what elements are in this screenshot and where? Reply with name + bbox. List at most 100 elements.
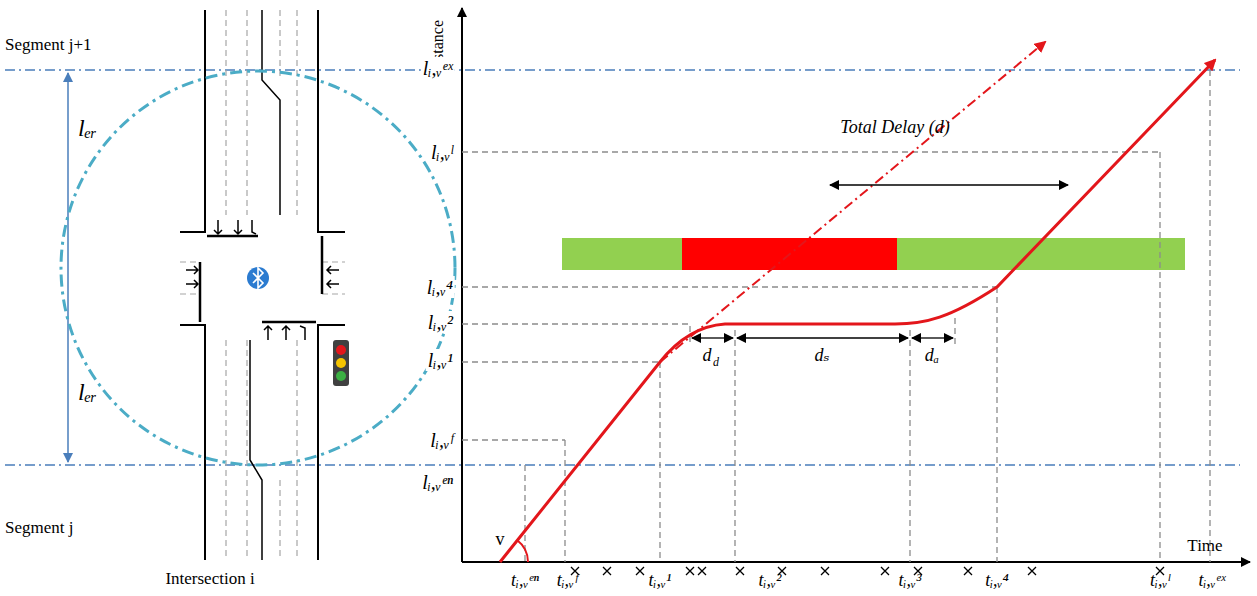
- traffic-light: [336, 371, 346, 381]
- turn-arrow: [300, 326, 305, 340]
- lane-marking: [225, 10, 226, 215]
- signal-bar: [562, 238, 682, 270]
- stop-line: [262, 321, 316, 324]
- guide-line: [462, 286, 997, 287]
- observation-mark: [603, 567, 611, 575]
- speed-label: v: [496, 530, 505, 550]
- delay-arrow: [948, 184, 1068, 185]
- turn-arrow: [186, 220, 339, 340]
- time-tick: tᵢ,ᵥᵉⁿ: [511, 571, 539, 591]
- delay-label: Total Delay (d): [840, 118, 949, 138]
- lane-marking: [279, 480, 280, 560]
- angle-arc: [517, 540, 528, 562]
- distance-tick: lᵢ,ᵥˡ: [429, 141, 455, 163]
- turn-arrow: [252, 220, 256, 234]
- dimension-arrow: [67, 73, 69, 462]
- traffic-light: [333, 340, 349, 386]
- dimension-arrow: [67, 265, 69, 462]
- delay-label: d: [713, 356, 719, 369]
- distance-tick: lᵢ,ᵥᵉˣ: [421, 57, 455, 79]
- lane-marking: [279, 10, 280, 80]
- chart-axis: [462, 8, 1250, 562]
- lane-taper: [250, 340, 262, 560]
- guide-line: [734, 330, 735, 562]
- delay-arrow: [912, 337, 932, 338]
- time-tick: tᵢ,ᵥᵉˣ: [1198, 571, 1225, 591]
- lane-taper: [262, 10, 280, 215]
- lane-marking: [322, 261, 345, 262]
- delay-arrow: [822, 337, 908, 338]
- bluetooth-icon: [247, 267, 269, 289]
- turn-arrow: [186, 280, 198, 288]
- lane-marking: [296, 10, 297, 215]
- time-tick: tᵢ,ᵥ⁴: [985, 571, 1009, 591]
- lane-marking: [180, 261, 200, 262]
- guide-line: [462, 361, 660, 362]
- delay-arrow: [692, 185, 1068, 338]
- delay-label: d: [703, 346, 712, 366]
- traffic-light: [333, 340, 349, 386]
- guide-line: [462, 70, 1210, 562]
- range-circle: [61, 71, 455, 465]
- traffic-light: [336, 358, 346, 368]
- observation-mark: [686, 567, 694, 575]
- road-edge: [318, 10, 345, 232]
- lane-marking: [180, 293, 200, 294]
- time-tick: tᵢ,ᵥ³: [899, 571, 922, 591]
- time-tick: tᵢ,ᵥˡ: [1150, 571, 1170, 591]
- guide-line: [1209, 70, 1210, 562]
- time-tick: tᵢ,ᵥᶠ: [557, 571, 578, 591]
- lane-marking: [322, 293, 345, 294]
- guide-line: [462, 439, 565, 440]
- delay-label: dₐ: [925, 346, 939, 366]
- bluetooth-icon: [253, 268, 263, 288]
- guide-line: [462, 323, 692, 324]
- dimension-label: lₑᵣ: [78, 115, 97, 141]
- observation-mark: [821, 567, 829, 575]
- chart-axis: [462, 561, 1250, 563]
- turn-arrow: [264, 326, 272, 340]
- observation-mark: [1028, 567, 1036, 575]
- time-tick: tᵢ,ᵥ²: [759, 571, 782, 591]
- guide-line: [462, 151, 1160, 152]
- guide-line: [954, 318, 955, 345]
- lane-marking: [296, 340, 297, 560]
- stop-line: [207, 235, 258, 238]
- segment-boundary: [5, 69, 1240, 70]
- stop-line: [200, 236, 322, 322]
- turn-arrow: [327, 280, 339, 288]
- signal-bar: [562, 238, 1185, 270]
- delay-arrow: [737, 337, 822, 338]
- dimension-arrow: [67, 73, 69, 265]
- road-edge: [318, 325, 345, 560]
- intersection-label: Intersection i: [165, 570, 254, 589]
- road-edge: [180, 325, 205, 560]
- bluetooth-icon: [247, 267, 269, 289]
- guide-line: [1159, 152, 1160, 562]
- distance-tick: lᵢ,ᵥᶠ: [428, 429, 455, 451]
- distance-tick: lᵢ,ᵥ²: [426, 311, 455, 333]
- free-flow-trajectory: [660, 42, 1045, 362]
- chart-axis: [461, 8, 463, 562]
- lane-marking: [246, 340, 247, 560]
- turn-arrow: [214, 220, 222, 234]
- turn-arrow: [327, 266, 339, 274]
- stop-line: [321, 236, 324, 294]
- lane-marking: [225, 340, 226, 560]
- time-tick: tᵢ,ᵥ¹: [649, 571, 672, 591]
- axis-label: Time: [1187, 537, 1222, 556]
- delay-label: dₛ: [814, 346, 829, 366]
- delay-arrow: [712, 337, 733, 338]
- observation-mark: [698, 567, 706, 575]
- stop-line: [199, 262, 202, 322]
- guide-line: [909, 330, 910, 562]
- segment-boundary: [5, 70, 1240, 465]
- dimension-label: lₑᵣ: [78, 379, 97, 405]
- guide-line: [659, 362, 660, 562]
- guide-line: [996, 287, 997, 562]
- traffic-light: [336, 345, 346, 355]
- guide-line: [564, 440, 565, 562]
- turn-arrow: [282, 326, 290, 340]
- observation-mark: [881, 567, 889, 575]
- road-edge: [180, 10, 345, 560]
